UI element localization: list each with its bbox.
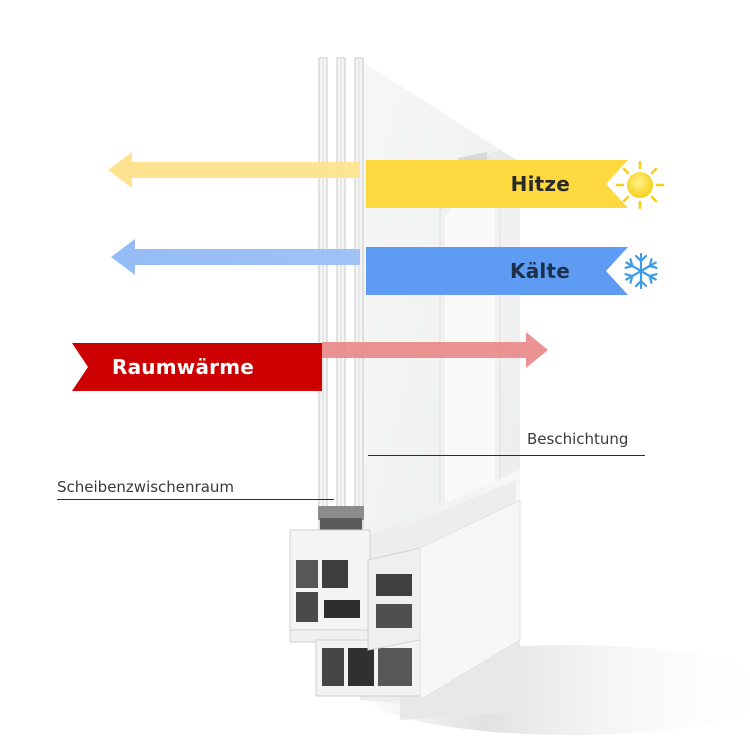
room-heat-banner [72,343,322,391]
snowflake-icon [622,252,660,290]
cold-arrow [111,239,360,275]
frame-profile [289,499,521,701]
cold-banner [366,247,628,295]
heat-label: Hitze [510,172,570,196]
cold-label: Kälte [510,259,570,283]
gap-callout-line [57,499,334,500]
coating-callout-line [368,455,645,456]
glass-panes [318,57,364,546]
coating-callout-label: Beschichtung [527,430,629,448]
heat-arrow [108,152,360,188]
heat-banner [366,160,628,208]
room-heat-arrow [322,332,548,368]
room-heat-label: Raumwärme [112,355,255,379]
gap-callout-label: Scheibenzwischenraum [57,478,235,496]
sun-icon [615,160,665,210]
